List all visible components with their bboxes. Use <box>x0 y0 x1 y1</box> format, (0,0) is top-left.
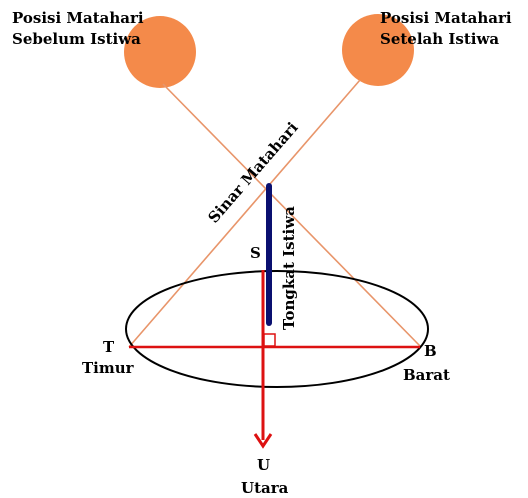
sun-after-label-line2: Setelah Istiwa <box>380 30 499 48</box>
west-letter: B <box>424 342 437 360</box>
north-letter: U <box>257 456 270 474</box>
horizon-ellipse <box>125 270 429 388</box>
sun-before-label-line2: Sebelum Istiwa <box>12 30 141 48</box>
sun-after-label-line1: Posisi Matahari <box>380 9 512 27</box>
west-name: Barat <box>403 366 450 384</box>
right-angle-marker <box>263 333 276 347</box>
shadow-label: S <box>250 244 261 262</box>
sun-ray-after <box>128 79 361 348</box>
north-arrowhead <box>253 433 273 449</box>
sun-before-label: Posisi Matahari Sebelum Istiwa <box>12 9 149 48</box>
north-name: Utara <box>241 479 289 497</box>
sun-after-label: Posisi Matahari Setelah Istiwa <box>380 9 517 48</box>
east-letter: T <box>103 338 115 356</box>
sun-ray-before <box>162 83 422 348</box>
east-name: Timur <box>82 359 135 377</box>
sun-after-istiwa <box>342 14 414 86</box>
sun-before-label-line1: Posisi Matahari <box>12 9 144 27</box>
sun-before-istiwa <box>124 16 196 88</box>
gnomon-label: Tongkat Istiwa <box>280 206 298 330</box>
